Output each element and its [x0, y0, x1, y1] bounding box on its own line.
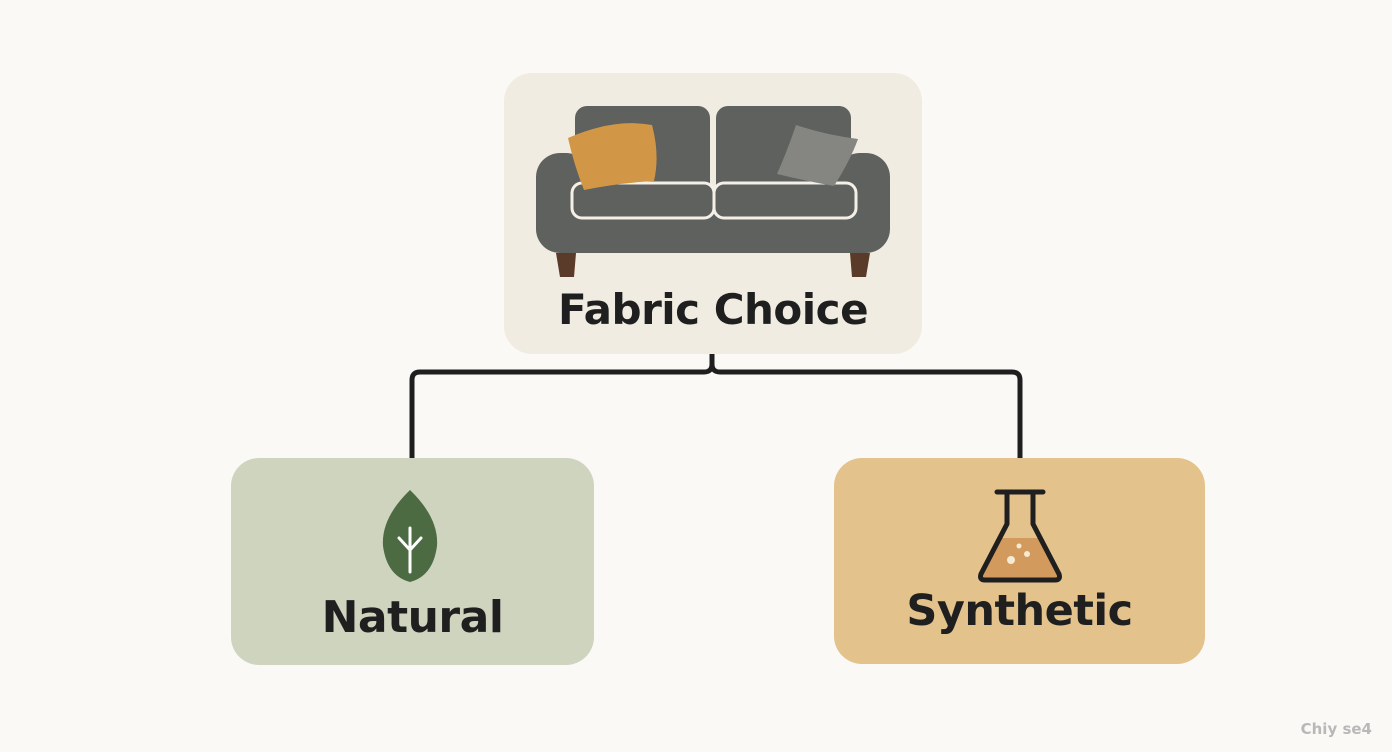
child-node-synthetic: Synthetic [834, 458, 1205, 664]
pillow-left [568, 123, 657, 190]
sofa-arm-right [836, 153, 890, 253]
flask-bubble-1 [1007, 556, 1015, 564]
root-node-fabric-choice: Fabric Choice [504, 73, 922, 354]
sofa-icon [536, 106, 890, 277]
flask-bubble-2 [1024, 551, 1030, 557]
connector-root-to-synthetic [709, 351, 1023, 461]
child-node-natural: Natural [231, 458, 594, 665]
flask-liquid [980, 538, 1060, 580]
synthetic-label: Synthetic [906, 586, 1133, 636]
connector-root-to-natural [409, 351, 715, 461]
flask-outline [978, 489, 1062, 583]
leaf-icon [382, 490, 438, 582]
pillow-right [777, 125, 858, 186]
sofa-arm-left [536, 153, 590, 253]
flask-icon [978, 489, 1062, 583]
natural-label: Natural [321, 592, 504, 643]
sofa-seat-right [712, 181, 858, 220]
flask-bubble-3 [1016, 543, 1022, 549]
watermark: Chiy se4 [1300, 720, 1372, 738]
sofa-leg-right [850, 253, 870, 277]
sofa-seat-left [570, 181, 716, 220]
leaf-vein [397, 526, 423, 574]
root-label: Fabric Choice [557, 285, 869, 334]
sofa-leg-left [556, 253, 576, 277]
